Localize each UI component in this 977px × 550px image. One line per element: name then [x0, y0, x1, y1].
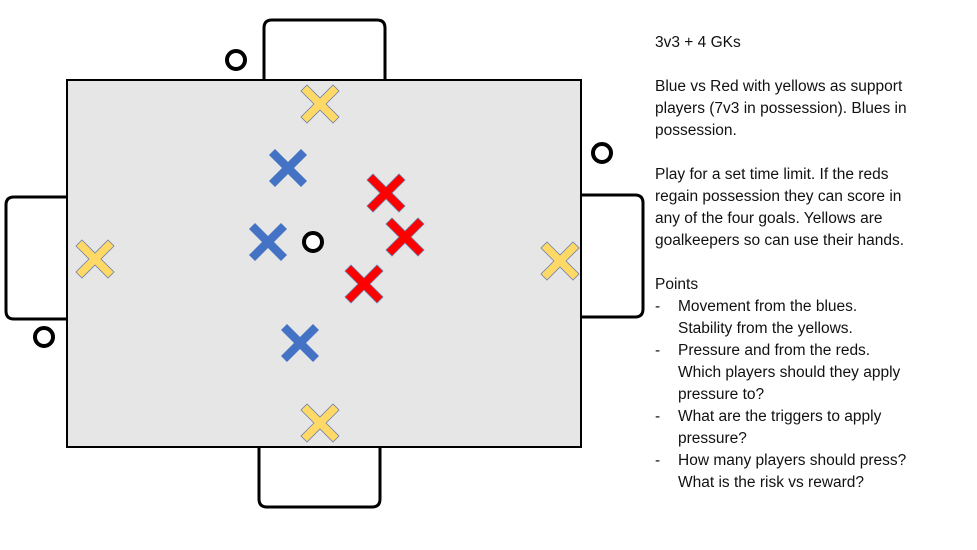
ball-icon	[302, 231, 324, 253]
text-line: possession.	[655, 122, 737, 139]
drill-description: Blue vs Red with yellows as support play…	[655, 76, 965, 142]
text-line: regain possession they can score in	[655, 188, 902, 205]
text-line: Play for a set time limit. If the reds	[655, 166, 889, 183]
goal-right	[581, 193, 645, 319]
text-line: any of the four goals. Yellows are	[655, 210, 883, 227]
point-item: - How many players should press? What is…	[655, 452, 907, 491]
text-line: players (7v3 in possession). Blues in	[655, 100, 907, 117]
ball-icon	[33, 326, 55, 348]
point-item: - Movement from the blues. Stability fro…	[655, 298, 858, 337]
pitch	[66, 79, 582, 448]
points-heading: Points	[655, 276, 699, 293]
drill-notes: 3v3 + 4 GKs Blue vs Red with yellows as …	[655, 32, 965, 494]
training-drill-diagram	[4, 18, 645, 509]
point-item: - What are the triggers to apply pressur…	[655, 408, 882, 447]
ball-icon	[225, 49, 247, 71]
coaching-points: Points - Movement from the blues. Stabil…	[655, 274, 965, 494]
goal-bottom	[257, 447, 382, 509]
text-line: Blue vs Red with yellows as support	[655, 78, 903, 95]
goal-top	[262, 18, 387, 80]
text-line: goalkeepers so can use their hands.	[655, 232, 905, 249]
point-item: - Pressure and from the reds. Which play…	[655, 342, 901, 403]
drill-title: 3v3 + 4 GKs	[655, 34, 741, 51]
drill-rules: Play for a set time limit. If the reds r…	[655, 164, 965, 252]
ball-icon	[591, 142, 613, 164]
goal-left	[4, 195, 67, 321]
